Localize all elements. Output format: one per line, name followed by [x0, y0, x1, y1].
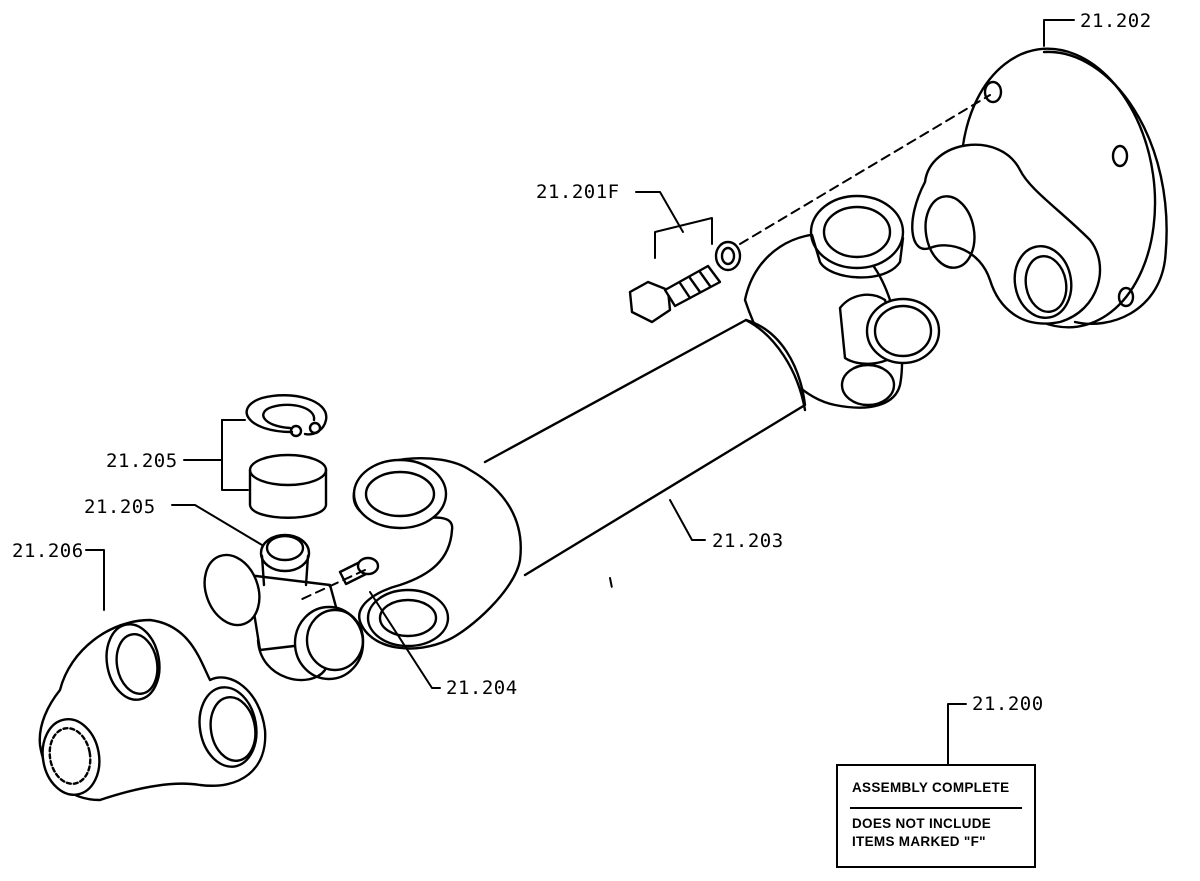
sleeve-yoke: [38, 618, 267, 802]
grease-nipple: [338, 556, 380, 586]
label-21-206: 21.206: [12, 540, 84, 562]
label-21-203: 21.203: [712, 530, 784, 552]
tube-yoke: [352, 456, 522, 650]
circlip: [245, 394, 328, 438]
label-21-200: 21.200: [972, 693, 1044, 715]
propeller-tube: [483, 318, 807, 577]
flange-yoke: [911, 47, 1168, 329]
assembly-note-line-1: DOES NOT INCLUDE: [852, 816, 992, 831]
assembly-note-box: ASSEMBLY COMPLETE DOES NOT INCLUDE ITEMS…: [836, 764, 1036, 868]
label-21-205-cup: 21.205: [84, 496, 156, 518]
label-21-202: 21.202: [1080, 10, 1152, 32]
divider: [850, 807, 1022, 809]
assembly-note-line-2: ITEMS MARKED "F": [852, 834, 986, 849]
label-21-204: 21.204: [446, 677, 518, 699]
label-21-205-circlip: 21.205: [106, 450, 178, 472]
label-21-201f: 21.201F: [536, 181, 620, 203]
bearing-cup: [248, 453, 328, 519]
lower-spider: [203, 533, 365, 682]
bolt-and-washer: [628, 240, 742, 324]
leader-lines: [85, 19, 1075, 765]
assembly-lines: [299, 94, 991, 601]
assembly-heading: ASSEMBLY COMPLETE: [852, 780, 1010, 795]
